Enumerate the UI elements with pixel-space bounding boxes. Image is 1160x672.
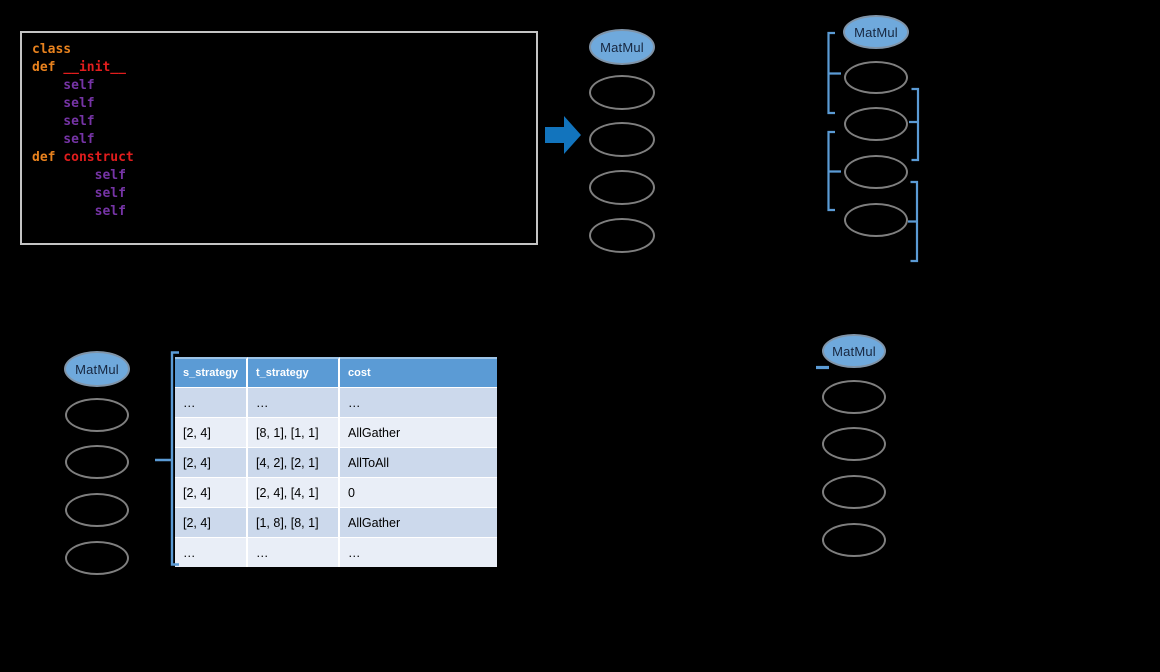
table-row: [2, 4] [8, 1], [1, 1] AllGather [175, 417, 497, 447]
code-line: def __init__ [32, 59, 536, 77]
graph-node-empty [822, 523, 886, 557]
grouping-bracket-right-lower [908, 180, 919, 263]
table-row: [2, 4] [1, 8], [8, 1] AllGather [175, 507, 497, 537]
cell-cost: AllToAll [340, 447, 497, 477]
code-token-self: self [32, 186, 126, 201]
code-line: self [32, 167, 536, 185]
table-row: [2, 4] [2, 4], [4, 1] 0 [175, 477, 497, 507]
code-line: self [32, 77, 536, 95]
right-arrow-icon [545, 116, 581, 154]
cell-s-strategy: [2, 4] [175, 447, 248, 477]
cell-t-strategy: … [248, 387, 340, 417]
code-line: self [32, 131, 536, 149]
graph-node-empty [589, 170, 655, 205]
code-line: self [32, 203, 536, 221]
cell-s-strategy: [2, 4] [175, 417, 248, 447]
code-token-self: self [32, 78, 95, 93]
matmul-node-label: MatMul [854, 24, 898, 40]
matmul-node-label: MatMul [75, 361, 119, 377]
code-line: class [32, 41, 536, 59]
graph-node-empty [822, 427, 886, 461]
code-line: def construct [32, 149, 536, 167]
code-snippet-box: class def __init__ self self self self d… [20, 31, 538, 245]
cell-cost: AllGather [340, 417, 497, 447]
code-token-function-name: __init__ [63, 60, 126, 75]
matmul-node-bottom-left: MatMul [64, 351, 130, 387]
cell-t-strategy: [2, 4], [4, 1] [248, 477, 340, 507]
code-token-keyword: def [32, 60, 64, 75]
code-token-self: self [32, 132, 95, 147]
code-token-function-name: construct [63, 150, 134, 165]
matmul-node-top-middle: MatMul [589, 29, 655, 65]
graph-node-empty [65, 541, 129, 575]
matmul-node-bottom-right: MatMul [822, 334, 886, 368]
table-row: … … … [175, 537, 497, 567]
graph-node-empty [844, 107, 908, 141]
cell-t-strategy: [8, 1], [1, 1] [248, 417, 340, 447]
strategy-cost-table: s_strategy t_strategy cost … … … [2, 4] … [175, 357, 497, 567]
grouping-bracket-left-upper [827, 31, 841, 115]
cell-cost: 0 [340, 477, 497, 507]
cell-t-strategy: [4, 2], [2, 1] [248, 447, 340, 477]
graph-node-empty [65, 493, 129, 527]
code-token-self: self [32, 204, 126, 219]
graph-node-empty [65, 445, 129, 479]
code-line: self [32, 113, 536, 131]
matmul-node-label: MatMul [600, 39, 644, 55]
code-token-keyword: class [32, 42, 72, 57]
graph-node-empty [822, 475, 886, 509]
cell-cost: AllGather [340, 507, 497, 537]
cell-s-strategy: … [175, 537, 248, 567]
cell-s-strategy: … [175, 387, 248, 417]
column-header-t-strategy: t_strategy [248, 357, 340, 387]
cell-s-strategy: [2, 4] [175, 507, 248, 537]
cell-cost: … [340, 537, 497, 567]
code-token-self: self [32, 114, 95, 129]
table-row: … … … [175, 387, 497, 417]
column-header-cost: cost [340, 357, 497, 387]
code-token-self: self [32, 168, 126, 183]
cell-s-strategy: [2, 4] [175, 477, 248, 507]
matmul-node-label: MatMul [832, 343, 876, 359]
graph-node-empty [65, 398, 129, 432]
graph-node-empty [822, 380, 886, 414]
code-token-self: self [32, 96, 95, 111]
graph-node-empty [844, 155, 908, 189]
graph-node-empty [589, 122, 655, 157]
column-header-s-strategy: s_strategy [175, 357, 248, 387]
table-row: [2, 4] [4, 2], [2, 1] AllToAll [175, 447, 497, 477]
cell-t-strategy: … [248, 537, 340, 567]
code-line: self [32, 95, 536, 113]
matmul-node-top-right: MatMul [843, 15, 909, 49]
cell-cost: … [340, 387, 497, 417]
grouping-bracket-right-upper [909, 87, 920, 162]
graph-node-empty [844, 203, 908, 237]
graph-node-empty [844, 61, 908, 94]
code-line: self [32, 185, 536, 203]
grouping-bracket-left-lower [827, 130, 841, 212]
table-header-row: s_strategy t_strategy cost [175, 357, 497, 387]
graph-node-empty [589, 218, 655, 253]
code-token-keyword: def [32, 150, 64, 165]
cell-t-strategy: [1, 8], [8, 1] [248, 507, 340, 537]
graph-node-empty [589, 75, 655, 110]
